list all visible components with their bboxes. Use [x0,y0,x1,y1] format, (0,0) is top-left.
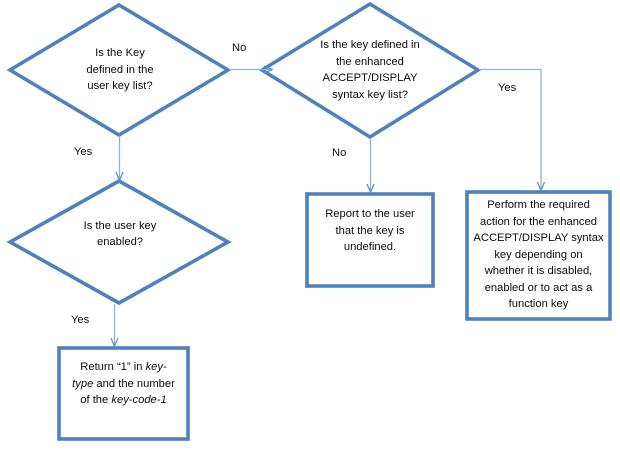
edge-label-enhanced-key-list-no: No [332,147,347,159]
text-line: Report to the user [325,208,415,221]
decision-user-key-enabled-label: Is the user key enabled? [44,216,196,252]
text-line: Is the Key [95,47,145,60]
text-line: the enhanced [336,55,404,68]
edge-label-user-key-list-yes: Yes [74,146,93,158]
text-line: Perform the required [487,199,590,211]
text-line: undefined. [343,241,397,254]
text-line: defined in the [86,63,154,76]
decision-user-key-list-label: Is the Key defined in the user key list? [44,44,196,96]
edge-label-user-key-list-no: No [232,42,247,54]
text-line: Is the user key [83,219,157,232]
text-line: user key list? [87,80,153,93]
process-report-undefined-label: Report to the user that the key is undef… [311,205,429,257]
text-line: action for the enhanced [480,215,597,228]
text-line: Return “1” in key- [80,361,167,373]
decision-enhanced-key-list-label: Is the key defined in the enhanced ACCEP… [296,36,444,104]
text-line: enabled? [96,236,144,248]
text-line: of the key-code-1 [80,394,167,406]
text-line: that the key is [335,224,405,237]
text-line: enabled or to act as a [484,281,593,294]
text-line: ACCEPT/DISPLAY syntax [473,232,604,244]
text-line: function key [508,298,569,310]
edge-label-enhanced-key-list-yes: Yes [498,82,517,94]
text-line: syntax key list? [332,88,408,101]
process-return-keytype-label: Return “1” in key-type and the number of … [62,359,185,411]
text-line: Is the key defined in [320,39,420,51]
process-perform-action-label: Perform the required action for the enha… [469,197,608,314]
edge-label-user-key-enabled-yes: Yes [71,314,90,326]
text-line: whether it is disabled, [484,265,593,277]
text-line: key depending on [494,248,583,261]
text-line: type and the number [72,377,175,390]
text-line: ACCEPT/DISPLAY [322,72,418,84]
